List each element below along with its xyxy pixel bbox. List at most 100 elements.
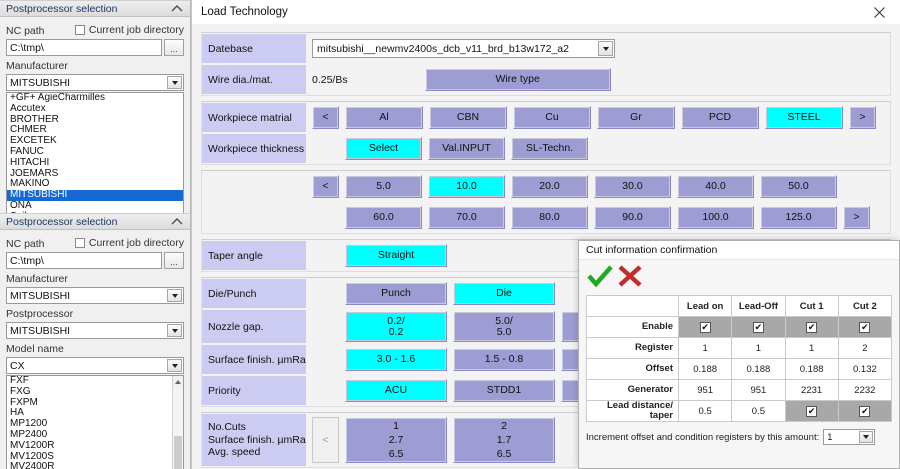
leaddist-leadoff-cell[interactable]: 0.5 xyxy=(731,400,786,422)
thickness-button-70[interactable]: 70.0 xyxy=(428,206,505,229)
offset-cut1-cell[interactable]: 0.188 xyxy=(784,358,839,380)
offset-leadoff-cell[interactable]: 0.188 xyxy=(731,358,786,380)
scrollbar-thumb[interactable] xyxy=(174,436,182,469)
thickness-button-10[interactable]: 10.0 xyxy=(428,175,505,198)
list-item-selected[interactable]: MITSUBISHI xyxy=(7,189,183,201)
model-name-combo[interactable]: CX xyxy=(6,357,184,374)
thickness-button-100[interactable]: 100.0 xyxy=(677,206,754,229)
material-button-pcd[interactable]: PCD xyxy=(681,106,759,129)
current-job-directory-checkbox-2[interactable]: Current job directory xyxy=(74,237,184,249)
chevron-down-icon[interactable] xyxy=(167,359,182,372)
chevron-down-icon[interactable] xyxy=(859,431,874,443)
list-item[interactable]: MV2400R xyxy=(10,461,55,469)
generator-leadon-cell[interactable]: 951 xyxy=(677,379,733,401)
thickness-button-50[interactable]: 50.0 xyxy=(760,175,837,198)
thickness-button-30[interactable]: 30.0 xyxy=(594,175,671,198)
enable-cut1-cell[interactable]: ✔ xyxy=(784,316,839,338)
browse-button-1[interactable]: ... xyxy=(164,39,184,56)
material-button-steel[interactable]: STEEL xyxy=(765,106,843,129)
leaddist-cut2-cell[interactable]: ✔ xyxy=(837,400,893,422)
offset-leadon-cell[interactable]: 0.188 xyxy=(677,358,733,380)
priority-button-acu[interactable]: ACU xyxy=(345,379,447,402)
list-item[interactable]: EXCETEK xyxy=(10,135,57,147)
offset-cut2-cell[interactable]: 0.132 xyxy=(837,358,893,380)
enable-leadoff-cell[interactable]: ✔ xyxy=(731,316,786,338)
manufacturer-listbox-1[interactable]: +GF+ AgieCharmilles Accutex BROTHER CHME… xyxy=(6,92,184,218)
enable-cut2-cell[interactable]: ✔ xyxy=(837,316,893,338)
nc-path-input-2[interactable]: C:\tmp\ xyxy=(6,252,162,269)
material-prev-button[interactable]: < xyxy=(312,106,339,129)
thickness-button-60[interactable]: 60.0 xyxy=(345,206,422,229)
enable-leadon-cell[interactable]: ✔ xyxy=(677,316,733,338)
list-item[interactable]: CHMER xyxy=(10,124,47,136)
list-item[interactable]: MP2400 xyxy=(10,428,48,440)
current-job-directory-checkbox-1[interactable]: Current job directory xyxy=(74,24,184,36)
manufacturer-combo-2[interactable]: MITSUBISHI xyxy=(6,287,184,304)
list-item[interactable]: BROTHER xyxy=(10,113,59,125)
manufacturer-combo-1[interactable]: MITSUBISHI xyxy=(6,74,184,91)
material-button-al[interactable]: Al xyxy=(345,106,423,129)
generator-cut1-cell[interactable]: 2231 xyxy=(784,379,839,401)
chevron-down-icon[interactable] xyxy=(598,41,613,56)
list-item[interactable]: MAKINO xyxy=(10,178,50,190)
thickness-button-20[interactable]: 20.0 xyxy=(511,175,588,198)
thickness-button-90[interactable]: 90.0 xyxy=(594,206,671,229)
register-cut2-cell[interactable]: 2 xyxy=(837,337,893,359)
material-next-button[interactable]: > xyxy=(849,106,876,129)
list-item[interactable]: FXG xyxy=(10,385,31,397)
list-item[interactable]: ONA xyxy=(10,199,32,211)
panel-1-header[interactable]: Postprocessor selection xyxy=(0,0,190,17)
chevron-down-icon[interactable] xyxy=(167,289,182,302)
generator-cut2-cell[interactable]: 2232 xyxy=(837,379,893,401)
diepunch-button-die[interactable]: Die xyxy=(453,282,555,305)
thickness-mode-select[interactable]: Select xyxy=(345,137,422,160)
thickness-button-40[interactable]: 40.0 xyxy=(677,175,754,198)
wire-type-button[interactable]: Wire type xyxy=(424,68,611,91)
diepunch-button-punch[interactable]: Punch xyxy=(345,282,447,305)
model-list-scrollbar[interactable] xyxy=(172,376,183,469)
panel-2-header[interactable]: Postprocessor selection xyxy=(0,213,190,230)
checkbox-checked-icon[interactable]: ✔ xyxy=(752,321,764,333)
list-item[interactable]: +GF+ AgieCharmilles xyxy=(10,92,106,103)
register-leadon-cell[interactable]: 1 xyxy=(677,337,733,359)
no-cuts-button-1[interactable]: 1 2.7 6.5 xyxy=(345,417,447,463)
material-button-cbn[interactable]: CBN xyxy=(429,106,507,129)
generator-leadoff-cell[interactable]: 951 xyxy=(731,379,786,401)
list-item[interactable]: FXPM xyxy=(10,396,38,408)
chevron-up-icon[interactable] xyxy=(171,4,183,14)
thickness-prev-button[interactable]: < xyxy=(312,175,339,198)
chevron-up-icon[interactable] xyxy=(171,217,183,227)
thickness-mode-sltechn[interactable]: SL-Techn. xyxy=(511,137,588,160)
chevron-down-icon[interactable] xyxy=(167,324,182,337)
list-item[interactable]: HITACHI xyxy=(10,156,50,168)
register-cut1-cell[interactable]: 1 xyxy=(784,337,839,359)
list-item[interactable]: FANUC xyxy=(10,145,44,157)
thickness-mode-valinput[interactable]: Val.INPUT xyxy=(428,137,505,160)
chevron-down-icon[interactable] xyxy=(167,76,182,89)
list-item[interactable]: MV1200R xyxy=(10,439,55,451)
checkbox-checked-icon[interactable]: ✔ xyxy=(806,405,818,417)
nc-path-input-1[interactable]: C:\tmp\ xyxy=(6,39,162,56)
checkbox-checked-icon[interactable]: ✔ xyxy=(699,321,711,333)
taper-button-straight[interactable]: Straight xyxy=(345,244,447,267)
surface-button-1[interactable]: 1.5 - 0.8 xyxy=(453,348,555,371)
increment-amount-combo[interactable]: 1 xyxy=(823,429,876,445)
list-item[interactable]: MP1200 xyxy=(10,418,48,430)
material-button-gr[interactable]: Gr xyxy=(597,106,675,129)
surface-button-0[interactable]: 3.0 - 1.6 xyxy=(345,348,447,371)
thickness-button-80[interactable]: 80.0 xyxy=(511,206,588,229)
checkbox-checked-icon[interactable]: ✔ xyxy=(806,321,818,333)
no-cuts-button-2[interactable]: 2 1.7 6.5 xyxy=(453,417,555,463)
priority-button-stdd1[interactable]: STDD1 xyxy=(453,379,555,402)
database-combo[interactable]: mitsubishi__newmv2400s_dcb_v11_brd_b13w1… xyxy=(312,39,615,58)
list-item[interactable]: Accutex xyxy=(10,102,46,114)
register-leadoff-cell[interactable]: 1 xyxy=(731,337,786,359)
thickness-next-button[interactable]: > xyxy=(843,206,870,229)
cross-icon[interactable] xyxy=(617,264,643,291)
material-button-cu[interactable]: Cu xyxy=(513,106,591,129)
checkbox-checked-icon[interactable]: ✔ xyxy=(859,405,871,417)
list-item[interactable]: FXF xyxy=(10,375,29,386)
thickness-button-125[interactable]: 125.0 xyxy=(760,206,837,229)
list-item[interactable]: HA xyxy=(10,407,24,419)
list-item[interactable]: MV1200S xyxy=(10,450,54,462)
